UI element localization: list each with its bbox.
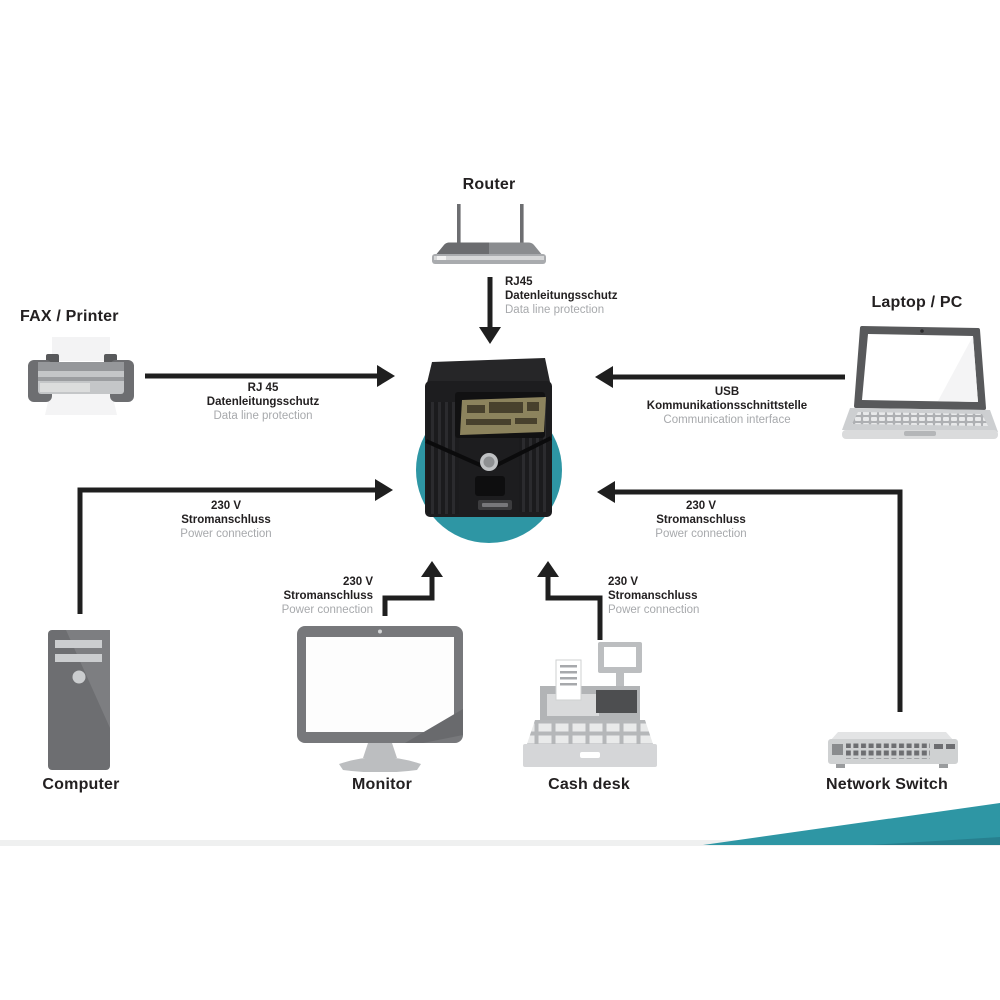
arrowheads [375,327,615,577]
label-laptop-ups: USB Kommunikationsschnittstelle Communic… [647,386,807,427]
footer-teal-wedge [703,803,1000,845]
label-fax-ups-en: Data line protection [213,409,313,422]
node-label-cash-desk: Cash desk [548,776,630,793]
label-cash-ups-de: Stromanschluss [608,589,698,602]
label-laptop-ups-port: USB [714,386,740,398]
node-label-router: Router [462,176,516,193]
computer-drive-bay-2 [55,654,102,662]
switch-label-patch [832,744,843,755]
label-computer-ups-port: 230 V [210,500,242,512]
footer-teal-wedge-shape [703,803,1000,845]
label-laptop-ups-en: Communication interface [663,413,791,426]
arrow-monitor-to-ups [382,577,435,616]
label-fax-ups-port: RJ 45 [247,382,279,394]
ups-brand-text [482,503,508,507]
arrow-cash-to-ups [545,577,603,640]
router-antenna-right [520,204,524,246]
ups-outlet-recess [475,476,505,496]
label-router-ups: RJ45 Datenleitungsschutz Data line prote… [505,276,617,317]
cash-keyboard [527,720,653,744]
monitor-stand-base [339,757,421,772]
printer-paper-in [52,337,110,361]
ups-top-face [427,358,550,383]
printer-body-top [38,362,124,371]
cash-drawer-handle [580,752,600,758]
monitor-frame-sheen [405,709,463,743]
ups-lcd-digits [466,402,539,425]
cash-desk-illustration [523,642,657,767]
node-label-laptop-pc: Laptop / PC [871,294,963,311]
label-router-ups-en: Data line protection [505,303,605,316]
arrow-computer-to-ups [77,487,377,614]
network-switch-illustration [828,732,958,768]
switch-foot-left [836,764,845,768]
label-monitor-ups-de: Stromanschluss [283,589,373,602]
switch-top-face [830,732,954,741]
switch-uplink-port-2 [946,744,955,749]
label-router-ups-de: Datenleitungsschutz [505,289,618,302]
label-computer-ups-en: Power connection [180,527,272,540]
cash-receipt-lines [560,665,577,686]
label-computer-ups-de: Stromanschluss [181,513,271,526]
label-router-ups-port: RJ45 [505,276,533,288]
monitor-stand-neck [363,743,397,758]
label-switch-ups-de: Stromanschluss [656,513,746,526]
laptop-keyboard [852,412,988,426]
ups-illustration [425,358,552,517]
arrow-switch-to-ups [613,489,903,712]
computer-illustration [48,630,110,770]
printer-body-sheen [40,383,90,392]
node-label-network-switch: Network Switch [826,776,948,793]
node-label-monitor: Monitor [351,776,413,793]
label-computer-ups: 230 V Stromanschluss Power connection [180,500,271,541]
label-switch-ups-port: 230 V [685,500,717,512]
switch-ports [846,743,930,759]
footer-teal-wedge-shade [870,837,1000,845]
label-monitor-ups-port: 230 V [342,576,373,588]
switch-foot-right [939,764,948,768]
router-led [437,256,446,260]
ups-vents-left [427,402,459,514]
node-label-fax-printer: FAX / Printer [20,308,119,325]
label-switch-ups: 230 V Stromanschluss Power connection [655,500,746,541]
printer-slot [38,377,124,381]
monitor-screen [306,637,454,732]
label-monitor-ups: 230 V Stromanschluss Power connection [173,576,373,617]
cash-display-screen [604,647,636,667]
label-cash-ups: 230 V Stromanschluss Power connection [608,576,699,617]
printer-paper-out [45,393,117,415]
label-fax-ups: RJ 45 Datenleitungsschutz Data line prot… [207,382,319,423]
label-cash-ups-en: Power connection [608,603,700,616]
router-base-strip [434,256,544,260]
switch-uplink-port-1 [934,744,943,749]
cash-screen-dark [596,690,637,713]
label-monitor-ups-en: Power connection [281,603,373,616]
label-switch-ups-en: Power connection [655,527,747,540]
computer-drive-bay-1 [55,640,102,648]
cash-display-pole [616,673,624,691]
router-illustration [432,204,546,264]
monitor-webcam-icon [378,629,382,634]
node-label-computer: Computer [42,776,120,793]
ups-power-button-inner [483,456,495,468]
laptop-illustration [842,326,998,439]
footer-divider-band [0,840,1000,846]
label-fax-ups-de: Datenleitungsschutz [206,395,320,408]
printer-illustration [28,337,134,415]
laptop-touchpad [904,431,936,436]
router-antenna-left [457,204,461,246]
label-laptop-ups-de: Kommunikationsschnittstelle [646,399,808,412]
label-cash-ups-port: 230 V [608,576,639,588]
laptop-screen-sheen [938,336,978,402]
monitor-illustration [297,626,463,772]
laptop-webcam-icon [920,329,924,333]
computer-power-button [72,670,86,684]
router-body-top-shade [435,242,489,256]
